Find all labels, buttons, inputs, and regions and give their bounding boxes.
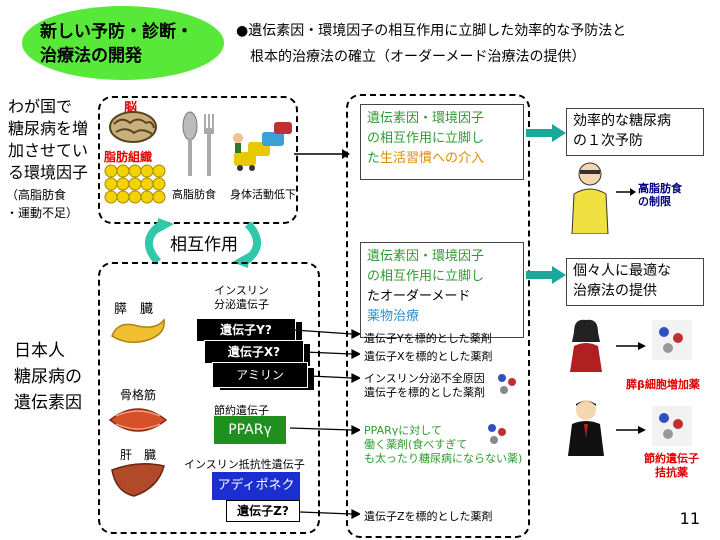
adiponectin-box: アディポネクチン <box>212 472 300 521</box>
ppar-drug-line: も太ったり糖尿病にならない薬) <box>364 452 523 465</box>
small-arrow <box>616 342 646 350</box>
muscle-label: 骨格筋 <box>120 388 157 402</box>
insulin-drug-label: インスリン分泌不全原因 遺伝子を標的とした薬剤 <box>364 372 485 400</box>
thrifty-gene-header: 節約遺伝子 <box>214 404 269 417</box>
drug-highlight: 薬物治療 <box>367 309 420 324</box>
genetic-factor-label: 日本人 糖尿病の 遺伝素因 <box>14 338 82 416</box>
interaction-arrows-icon <box>145 218 261 268</box>
utensils-icon <box>182 111 214 176</box>
drug-x-label: 遺伝子Xを標的とした薬剤 <box>364 350 493 363</box>
env-box <box>98 96 298 224</box>
gen-label-line: 糖尿病の <box>14 367 82 387</box>
insulin-header-line: 分泌遺伝子 <box>214 298 269 311</box>
box2-line: たオーダーメード <box>367 289 471 304</box>
result1-line: 効率的な糖尿病 <box>573 113 671 129</box>
bullet-text: ●遺伝素因・環境因子の相互作用に立脚した効率的な予防法と 根本的治療法の確立（オ… <box>236 18 626 70</box>
lifestyle-intervention-box: 遺伝素因・環境因子 の相互作用に立脚し た生活習慣への介入 <box>360 104 524 180</box>
diet-limit-label: 高脂肪食 の制限 <box>638 182 682 208</box>
man-icon <box>568 400 604 456</box>
title-oval <box>22 6 224 80</box>
slide-title: 新しい予防・診断・ 治療法の開発 <box>40 20 220 68</box>
diet-limit-line: の制限 <box>638 195 671 208</box>
fat-tissue-label: 脂肪組織 <box>104 150 153 164</box>
title-line-1: 新しい予防・診断・ <box>40 22 193 42</box>
drug-y-label: 遺伝子Yを標的とした薬剤 <box>364 332 492 345</box>
result-personalized-box: 個々人に最適な 治療法の提供 <box>566 258 704 306</box>
insulin-header-line: インスリン <box>214 284 269 297</box>
molecule-icon <box>652 320 692 360</box>
drug-z-label: 遺伝子Zを標的とした薬剤 <box>364 510 493 523</box>
interaction-label: 相互作用 <box>170 235 238 255</box>
gene-z-box: 遺伝子Z? <box>226 500 300 522</box>
small-arrow <box>616 426 646 434</box>
page-number: 11 <box>679 509 700 528</box>
low-activity-label: 身体活動低下 <box>230 188 296 201</box>
box1-line: た <box>367 151 381 166</box>
env-factor-label: わが国で 糖尿病を増 加させてい る環境因子 <box>8 96 88 184</box>
genetic-box <box>98 262 320 534</box>
pancreas-label: 膵 臓 <box>114 302 154 317</box>
env-label-line: 加させてい <box>8 141 89 160</box>
high-fat-diet-label: 高脂肪食 <box>172 188 216 201</box>
box2-line: 遺伝素因・環境因子 <box>367 249 485 264</box>
insulin-drug-line: 遺伝子を標的とした薬剤 <box>364 386 485 399</box>
insulin-secretion-header: インスリン 分泌遺伝子 <box>214 284 269 312</box>
diet-limit-line: 高脂肪食 <box>638 182 682 195</box>
woman-icon <box>570 319 602 372</box>
title-line-2: 治療法の開発 <box>40 46 142 66</box>
lifestyle-highlight: 生活習慣への介入 <box>380 151 485 166</box>
strategy-column <box>346 94 530 538</box>
amylin-box: アミリン <box>212 362 308 388</box>
env-sub-line: （高脂肪食 <box>6 188 67 202</box>
thrifty-antagonist-label: 節約遺伝子 拮抗薬 <box>644 452 699 480</box>
ppar-gamma-box: PPARγ <box>214 416 286 444</box>
thrifty-drug-line: 拮抗薬 <box>655 466 688 479</box>
bullet-line-1: ●遺伝素因・環境因子の相互作用に立脚した効率的な予防法と <box>236 23 627 39</box>
box1-line: 遺伝素因・環境因子 <box>367 111 485 126</box>
gen-label-line: 日本人 <box>14 341 65 361</box>
gen-label-line: 遺伝素因 <box>14 393 82 413</box>
muscle-icon <box>108 408 168 432</box>
env-factor-sublabel: （高脂肪食 ・運動不足） <box>6 186 78 222</box>
box2-line: の相互作用に立脚し <box>367 269 485 284</box>
env-to-box1-arrow <box>294 149 350 159</box>
liver-icon <box>111 463 165 497</box>
result2-line: 治療法の提供 <box>573 283 657 299</box>
ppar-drug-label: PPARγに対して 働く薬剤(食べすぎて も太ったり糖尿病にならない薬) <box>364 424 522 466</box>
molecule-icon <box>498 374 516 394</box>
personalized-drug-box: 遺伝素因・環境因子 の相互作用に立脚し たオーダーメード 薬物治療 <box>360 242 524 338</box>
box1-line: の相互作用に立脚し <box>367 131 485 146</box>
result2-line: 個々人に最適な <box>573 263 671 279</box>
pancreas-icon <box>111 318 165 343</box>
bullet-line-2: 根本的治療法の確立（オーダーメード治療法の提供） <box>250 49 586 65</box>
gene-drug-arrows <box>290 329 360 519</box>
insulin-resistance-header: インスリン抵抗性遺伝子 <box>184 458 305 471</box>
molecule-icon <box>652 406 692 446</box>
arrow-to-result1 <box>526 124 566 142</box>
gene-x-box: 遺伝子X? <box>204 340 304 364</box>
ppar-drug-line: 働く薬剤(食べすぎて <box>364 438 468 451</box>
molecule-icon <box>488 424 506 444</box>
beta-cell-drug-label: 膵β細胞増加薬 <box>626 378 700 391</box>
env-sub-line: ・運動不足） <box>6 206 79 220</box>
brain-icon <box>109 111 157 143</box>
liver-label: 肝 臓 <box>120 448 157 462</box>
arrow-to-result2 <box>526 266 566 284</box>
insulin-drug-line: インスリン分泌不全原因 <box>364 372 485 385</box>
result1-line: の１次予防 <box>573 133 643 149</box>
fat-cells-icon <box>104 164 166 204</box>
thrifty-drug-line: 節約遺伝子 <box>644 452 699 465</box>
env-label-line: 糖尿病を増 <box>8 119 89 138</box>
env-label-line: る環境因子 <box>8 163 89 182</box>
small-arrow <box>616 188 636 196</box>
gene-y-box: 遺伝子Y? <box>196 318 296 342</box>
env-label-line: わが国で <box>8 97 73 116</box>
person-icon <box>571 162 609 234</box>
result-prevention-box: 効率的な糖尿病 の１次予防 <box>566 108 704 156</box>
ppar-drug-line: PPARγに対して <box>364 424 442 437</box>
traffic-jam-icon <box>233 122 292 171</box>
